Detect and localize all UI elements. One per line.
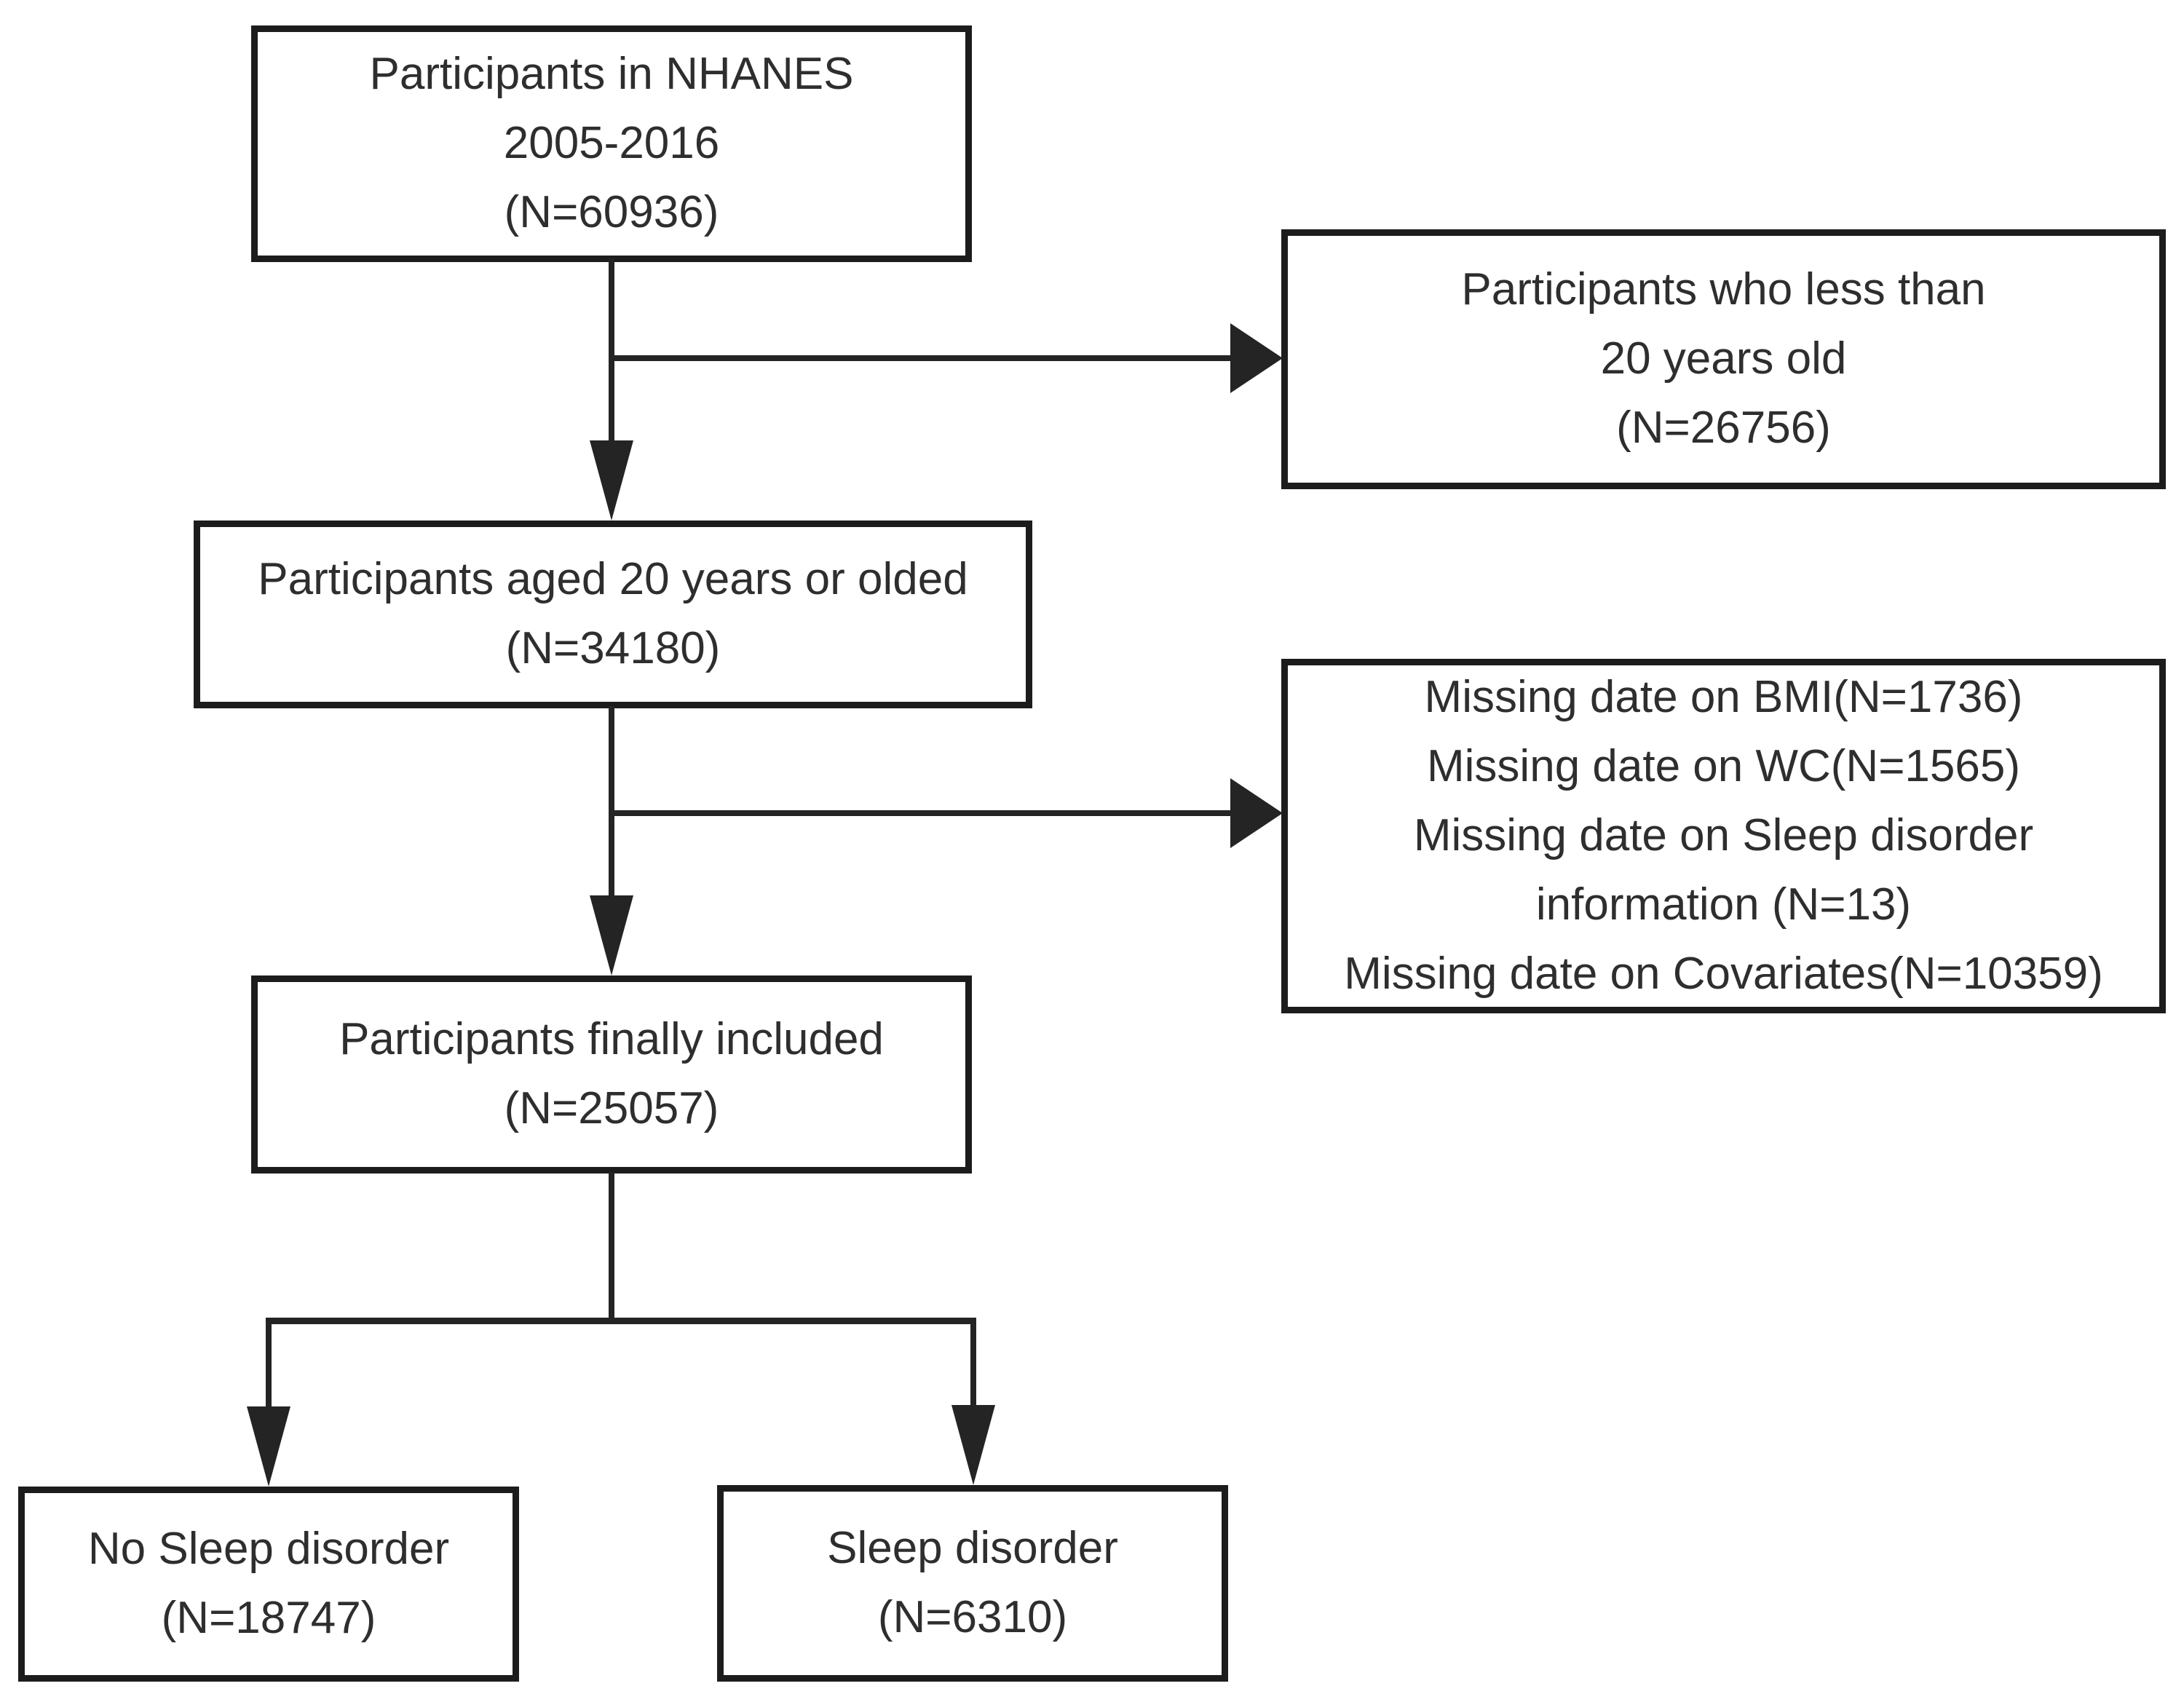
connector-branch-excluded-under20 [609, 355, 1233, 361]
box-nhanes-total: Participants in NHANES 2005-2016 (N=6093… [251, 25, 972, 262]
connector-aged20-to-final [609, 706, 614, 903]
arrow-down-icon [951, 1405, 995, 1485]
box-excluded-under20-text: Participants who less than 20 years old … [1461, 264, 1986, 453]
box-excluded-missing: Missing date on BMI(N=1736) Missing date… [1281, 659, 2166, 1013]
arrow-down-icon [247, 1406, 290, 1487]
box-nhanes-total-text: Participants in NHANES 2005-2016 (N=6093… [369, 49, 854, 237]
connector-split-to-no-sleep [266, 1318, 272, 1412]
connector-final-to-split [609, 1172, 614, 1323]
box-aged-20-or-older: Participants aged 20 years or olded (N=3… [194, 521, 1032, 708]
box-sleep-disorder-text: Sleep disorder (N=6310) [827, 1523, 1118, 1642]
connector-branch-excluded-missing [609, 810, 1233, 816]
box-no-sleep-disorder: No Sleep disorder (N=18747) [18, 1487, 519, 1682]
box-finally-included-text: Participants finally included (N=25057) [339, 1014, 884, 1133]
arrow-right-icon [1230, 778, 1283, 848]
box-no-sleep-disorder-text: No Sleep disorder (N=18747) [87, 1524, 450, 1643]
connector-split-to-sleep [970, 1318, 976, 1412]
connector-split-horizontal [266, 1318, 976, 1324]
connector-nhanes-to-aged20 [609, 258, 614, 448]
box-sleep-disorder: Sleep disorder (N=6310) [717, 1485, 1228, 1682]
arrow-down-icon [590, 440, 633, 521]
box-finally-included: Participants finally included (N=25057) [251, 975, 972, 1174]
box-excluded-missing-text: Missing date on BMI(N=1736) Missing date… [1344, 672, 2103, 999]
box-excluded-under20: Participants who less than 20 years old … [1281, 229, 2166, 489]
arrow-right-icon [1230, 323, 1283, 393]
box-aged-20-or-older-text: Participants aged 20 years or olded (N=3… [258, 554, 968, 673]
arrow-down-icon [590, 895, 633, 975]
